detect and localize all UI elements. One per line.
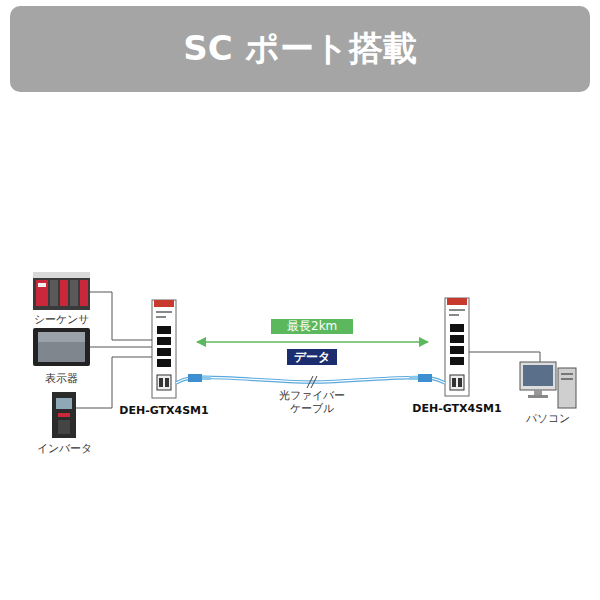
switch-right-part	[449, 309, 465, 311]
wire-group	[76, 357, 152, 408]
inverter-icon	[52, 392, 76, 438]
sequencer-node: シーケンサ	[33, 272, 90, 310]
wire-group	[90, 292, 152, 340]
node-label: インバータ	[37, 442, 92, 455]
cable-label: 光ファイバー ケーブル	[273, 389, 351, 415]
sc-connector-part	[307, 376, 317, 388]
switch-right-part	[450, 335, 464, 343]
switch-right-part	[449, 314, 459, 316]
pc-icon-part	[520, 362, 556, 390]
sc-connector-part	[409, 376, 418, 380]
sequencer-icon-part	[70, 280, 78, 306]
pc-node: パソコン	[518, 362, 578, 408]
wire-group	[469, 352, 540, 362]
switch-left-part	[156, 316, 166, 318]
pc-icon-part	[528, 395, 548, 398]
display-node: 表示器	[33, 328, 90, 366]
data-tag: データ	[287, 349, 337, 365]
node-label: パソコン	[526, 412, 570, 425]
sequencer-icon-part	[60, 280, 68, 306]
distance-label: 最長2km	[271, 319, 353, 334]
switch-left-part	[152, 300, 176, 398]
switch-left-part	[157, 375, 171, 390]
node-label: 表示器	[45, 372, 78, 385]
switch-right-part	[458, 378, 462, 387]
wire-group	[90, 347, 152, 348]
switch-right-part	[450, 346, 464, 354]
tag-text: データ	[294, 350, 330, 364]
node-label: シーケンサ	[34, 313, 89, 326]
switch-left-part	[159, 378, 163, 387]
switch-right-part	[450, 375, 464, 390]
inverter-icon-part	[56, 398, 72, 409]
sc-connector-part	[418, 374, 432, 382]
switch-left-part	[157, 348, 171, 356]
title-banner	[10, 6, 590, 92]
display-icon-part	[38, 332, 85, 342]
title: SC ポート搭載	[183, 26, 416, 72]
distance-arrow-group	[197, 342, 428, 343]
inverter-icon-part	[52, 392, 76, 438]
node-label: DEH-GTX4SM1	[412, 402, 501, 415]
switch-left-part	[165, 378, 169, 387]
pc-icon-part	[534, 390, 542, 395]
title-banner-text: SC ポート搭載	[10, 6, 590, 92]
display-icon	[33, 328, 90, 366]
inverter-icon-part	[58, 420, 70, 434]
switch-left-part	[156, 311, 172, 313]
sc-connector-part	[202, 376, 211, 380]
switch-left-part	[157, 359, 171, 367]
sc-connector-part	[188, 374, 202, 382]
pc-icon-part	[558, 368, 576, 408]
switch-right-part	[452, 378, 456, 387]
wire	[469, 352, 540, 362]
switch-node: DEH-GTX4SM1	[445, 298, 469, 396]
sequencer-icon	[33, 272, 90, 310]
pc-icon-part	[561, 373, 573, 375]
wire	[90, 292, 152, 340]
sequencer-icon-part	[80, 280, 88, 306]
switch-left-part	[154, 300, 174, 307]
sequencer-icon-part	[33, 276, 90, 310]
switch-left-part	[157, 326, 171, 334]
wire	[76, 357, 152, 408]
node-label: DEH-GTX4SM1	[119, 404, 208, 417]
switch-right-part	[450, 324, 464, 332]
switch-right-part	[450, 357, 464, 365]
wire	[90, 347, 152, 348]
distance-arrow	[197, 341, 428, 343]
switch-left	[152, 300, 176, 398]
pc-icon	[520, 362, 576, 408]
sequencer-icon-part	[36, 280, 48, 306]
sequencer-icon-part	[33, 272, 90, 278]
display-icon-part	[38, 332, 85, 362]
inverter-icon-part	[58, 413, 70, 417]
title-banner-part	[10, 6, 590, 92]
switch-right	[445, 298, 469, 396]
sequencer-icon-part	[38, 283, 46, 287]
sequencer-icon-part	[50, 280, 58, 306]
pc-icon-part	[561, 378, 573, 380]
display-icon-part	[33, 328, 90, 366]
switch-right-part	[445, 298, 469, 396]
switch-right-part	[447, 298, 467, 305]
sc-connector	[188, 374, 432, 388]
inverter-node: インバータ	[52, 392, 76, 438]
switch-node: DEH-GTX4SM1	[152, 300, 176, 398]
pc-icon-part	[523, 365, 553, 386]
switch-left-part	[157, 337, 171, 345]
